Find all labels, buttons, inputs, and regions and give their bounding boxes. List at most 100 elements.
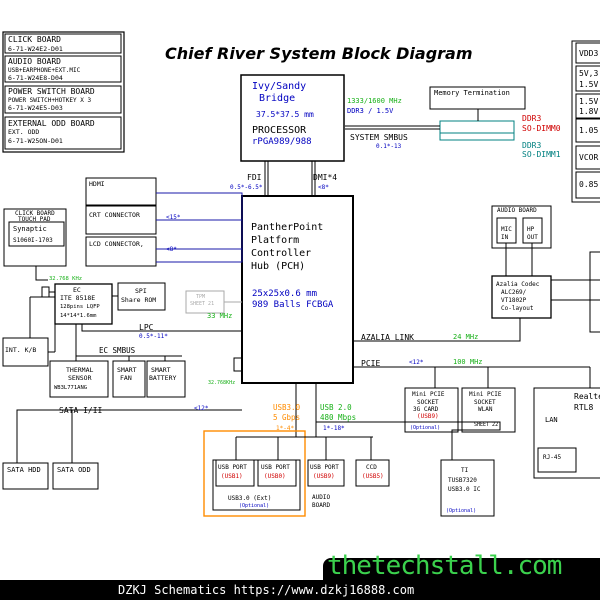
- lan-label: LAN: [545, 416, 558, 424]
- usb3-ext-group: [203, 430, 306, 517]
- thermal-sensor-box: [49, 360, 109, 398]
- usb3-ext-label: USB3.0 (Ext): [228, 495, 271, 502]
- power-rails-panel: [571, 40, 600, 203]
- ti-l1: TI: [461, 467, 469, 474]
- touchpad-title1: CLICK BOARD: [15, 210, 55, 217]
- pch-crystal-label: 32.768KHz: [208, 380, 235, 386]
- 3g-l2: SOCKET: [417, 399, 439, 406]
- tpm-label: TPM: [196, 294, 205, 300]
- cpu-size: 37.5*37.5 mm: [256, 110, 314, 119]
- ec-pkg: 128pins LQFP: [60, 304, 100, 310]
- cpu-pkg: rPGA989/988: [252, 137, 312, 147]
- ccd-box: [355, 459, 390, 487]
- fdi-page: 0.5*-6.5*: [230, 184, 263, 191]
- usb-port2-b: (USB9): [313, 473, 335, 480]
- hdmi-label: HDMI: [89, 180, 105, 188]
- dimm0-label-b: SO-DIMM0: [522, 124, 561, 133]
- boards-panel: [2, 31, 125, 153]
- watermark-text: thetechstall.com: [327, 551, 562, 581]
- ccd-label: CCD: [366, 464, 377, 471]
- sata-hdd-label: SATA HDD: [7, 466, 41, 474]
- rail-3a: 1.5V: [579, 97, 598, 106]
- pch-balls: 989 Balls FCBGA: [252, 300, 334, 310]
- ec-title: EC: [73, 286, 81, 294]
- pcie-freq: 100 MHz: [453, 358, 483, 366]
- battery-l1: SMART: [151, 366, 171, 374]
- dimm-connector: [439, 120, 515, 134]
- footer-bar: DZKJ Schematics https://www.dzkj16888.co…: [0, 580, 600, 600]
- rj45-label: RJ-45: [543, 454, 561, 461]
- audio-board-usb-2: BOARD: [312, 502, 330, 509]
- lpc-page: 0.5*-11*: [139, 333, 168, 340]
- dmi-page: <8*: [318, 184, 329, 191]
- sata-hdd-box: [2, 462, 49, 490]
- wlan-sheet: SHEET 22: [474, 422, 498, 428]
- lcd-label: LCD CONNECTOR,: [89, 240, 144, 248]
- crt-page: <15*: [166, 214, 181, 221]
- 3g-l3: 3G CARD: [413, 406, 439, 413]
- power-switch-board-sub: POWER SWITCH+HOTKEY X 3: [8, 97, 91, 104]
- audio-board-usb-1: AUDIO: [312, 494, 330, 501]
- system-smbus-page: 0.1*-13: [376, 143, 402, 150]
- lan-group: [533, 387, 600, 479]
- sata-label: SATA I/II: [59, 406, 103, 415]
- spi-label: SPI: [135, 287, 147, 295]
- external-odd-board-title: EXTERNAL ODD BOARD: [8, 119, 95, 128]
- ti-opt: (Optional): [446, 508, 476, 514]
- cpu-line1: Ivy/Sandy: [252, 81, 306, 92]
- sata-odd-label: SATA ODD: [57, 466, 91, 474]
- tpm-freq: 33 MHz: [207, 312, 232, 320]
- usb-port-usb0: [257, 459, 297, 487]
- mic-label-1: MIC: [501, 226, 512, 233]
- touchpad-board: [3, 208, 67, 267]
- lan-chip: RTL8: [574, 403, 593, 412]
- rail-1: VDD3: [579, 49, 598, 58]
- tpm-sheet: SHEET 21: [190, 301, 214, 307]
- fdi-label: FDI: [247, 173, 262, 182]
- usb3-l1: USB3.0: [273, 403, 301, 412]
- thermal-l3: WB3L771ANG: [54, 385, 87, 391]
- rail-3b: 1.8V: [579, 107, 598, 116]
- external-odd-board-box: [4, 116, 122, 150]
- footer-text: DZKJ Schematics https://www.dzkj16888.co…: [118, 583, 415, 597]
- codec-l4: Co-layout: [501, 305, 534, 312]
- ti-l3: USB3.0 IC: [448, 486, 481, 493]
- pch-line4: Hub (PCH): [251, 261, 305, 272]
- cpu-name: PROCESSOR: [252, 125, 307, 136]
- usb3-page: 1*-4*: [276, 425, 294, 432]
- cpu-line2: Bridge: [259, 93, 295, 104]
- rail-5: VCOR: [579, 153, 598, 162]
- diagram-title: Chief River System Block Diagram: [165, 44, 473, 63]
- click-board-box: [4, 33, 122, 54]
- watermark-banner: thetechstall.com: [323, 551, 600, 582]
- codec-l2: ALC269/: [501, 289, 527, 296]
- codec-l3: VT1802P: [501, 297, 527, 304]
- fan-l1: SMART: [117, 366, 137, 374]
- ec-size: 14*14*1.6mm: [60, 313, 97, 319]
- mic-label-2: IN: [501, 234, 509, 241]
- ti-l2: TUSB7320: [448, 477, 477, 484]
- crt-label: CRT CONNECTOR: [89, 211, 140, 219]
- rj45-box: [537, 447, 577, 473]
- usb2-l1: USB 2.0: [320, 403, 352, 412]
- system-smbus: SYSTEM SMBUS: [350, 133, 408, 142]
- dimm0-label-a: DDR3: [522, 114, 541, 123]
- fan-l2: FAN: [120, 374, 132, 382]
- pch-crystal: [233, 357, 243, 372]
- usb3-ports-box: [212, 459, 301, 511]
- dimm1-label-b: SO-DIMM1: [522, 150, 561, 159]
- rail-2b: 1.5V: [579, 80, 598, 89]
- usb-port2-a: USB PORT: [310, 464, 339, 471]
- audio-board-box: [4, 55, 122, 83]
- power-switch-board-part: 6-71-W24E5-D03: [8, 104, 63, 112]
- audio-board-sub: USB+EARPHONE+EXT.MIC: [8, 67, 81, 74]
- rail-4: 1.05: [579, 126, 598, 135]
- hp-label-1: HP: [527, 226, 535, 233]
- memory-type: DDR3 / 1.5V: [347, 107, 394, 115]
- pch-line3: Controller: [251, 248, 311, 259]
- touchpad-part: S1060I-1703: [13, 237, 53, 244]
- codec-l1: Azalia Codec: [496, 281, 540, 288]
- pch-line1: PantherPoint: [251, 222, 323, 233]
- 3g-l4: (USB9): [417, 413, 439, 420]
- rail-6: 0.85: [579, 180, 598, 189]
